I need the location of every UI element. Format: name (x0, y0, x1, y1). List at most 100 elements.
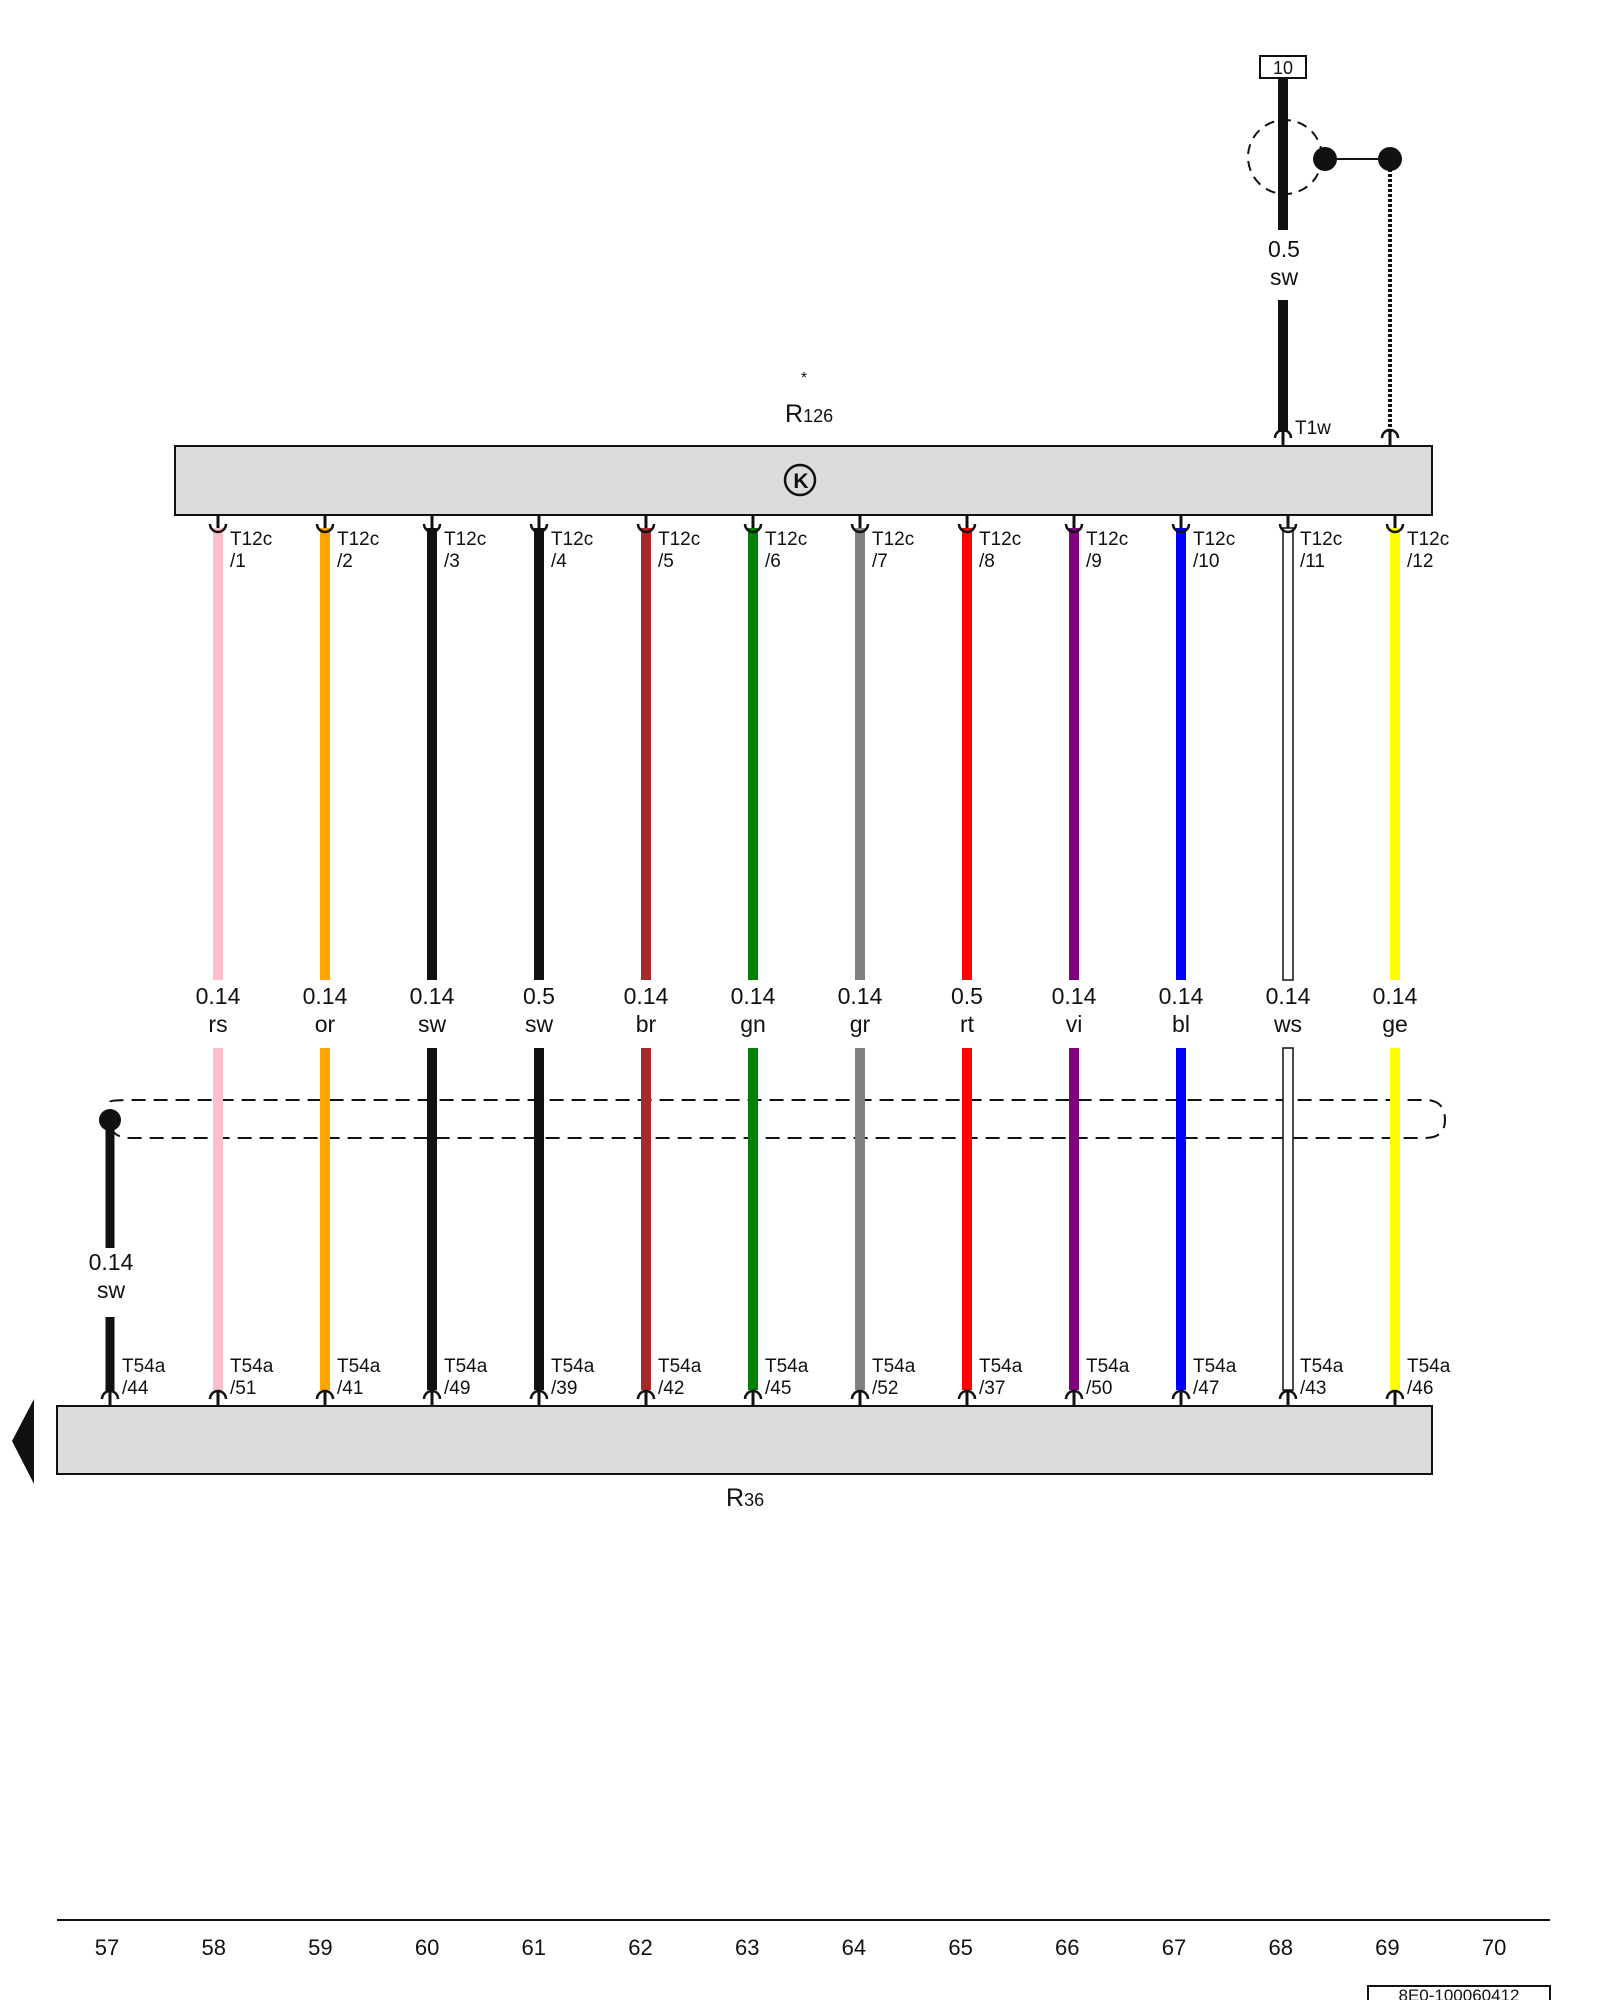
bottom-pin-label: /45 (765, 1378, 791, 1399)
pin-icon (529, 1389, 549, 1400)
top-conn-label: T12c (1300, 529, 1342, 550)
bottom-pin-label: /42 (658, 1378, 684, 1399)
column-number: 59 (308, 1935, 332, 1960)
wire-color-label: vi (1066, 1011, 1083, 1037)
wire-color-label: ge (1382, 1011, 1408, 1037)
column-number: 69 (1375, 1935, 1399, 1960)
wire-color-label: or (315, 1011, 336, 1037)
bottom-conn-label: T54a (765, 1356, 809, 1377)
bottom-conn-label: T54a (1086, 1356, 1130, 1377)
wire-size-label: 0.14 (303, 983, 348, 1009)
pin-icon (1171, 1389, 1191, 1400)
column-number: 60 (415, 1935, 439, 1960)
top-conn-label: T12c (444, 529, 486, 550)
top-pin-label: /10 (1193, 551, 1219, 572)
top-conn-label: T12c (979, 529, 1021, 550)
bottom-conn-label: T54a (1407, 1356, 1451, 1377)
bottom-pin-label: /43 (1300, 1378, 1326, 1399)
column-number: 65 (948, 1935, 972, 1960)
top-pin-label: /3 (444, 551, 460, 572)
top-conn-label: T12c (872, 529, 914, 550)
pin-icon (1171, 523, 1191, 534)
component-r36-name: R (726, 1484, 744, 1512)
top-pin-label: /5 (658, 551, 674, 572)
bottom-pin-label: /41 (337, 1378, 363, 1399)
wire-color-label: gn (740, 1011, 766, 1037)
pin-icon (743, 523, 763, 534)
bottom-pin-label: /51 (230, 1378, 256, 1399)
pin-icon (422, 1389, 442, 1400)
drain-pin-label: /44 (122, 1378, 149, 1399)
pin-icon (208, 1389, 228, 1400)
column-number: 64 (842, 1935, 866, 1960)
column-number: 67 (1162, 1935, 1186, 1960)
wire-size-label: 0.5 (951, 983, 983, 1009)
component-r36-box (56, 1405, 1433, 1475)
component-r36-sub: 36 (744, 1490, 764, 1510)
component-r126-label: R126 (785, 400, 833, 428)
document-id-box (1367, 1985, 1551, 2000)
column-number: 68 (1268, 1935, 1292, 1960)
wire-size-label: 0.14 (410, 983, 455, 1009)
bottom-conn-label: T54a (444, 1356, 488, 1377)
top-conn-label: T12c (551, 529, 593, 550)
top-pin-label: /6 (765, 551, 781, 572)
column-number: 58 (201, 1935, 225, 1960)
drain-wire-color: sw (97, 1277, 126, 1303)
terminal-ref-number: 10 (1273, 58, 1293, 78)
pin-icon (957, 523, 977, 534)
wire-lower-segment (1282, 1047, 1294, 1391)
pin-icon (422, 523, 442, 534)
pin-icon (957, 1389, 977, 1400)
column-number: 63 (735, 1935, 759, 1960)
wire-color-label: rt (960, 1011, 975, 1037)
pin-icon (100, 1389, 120, 1400)
pin-icon (850, 1389, 870, 1400)
bottom-pin-label: /52 (872, 1378, 898, 1399)
terminal-wire-size: 0.5 (1268, 236, 1300, 262)
bottom-conn-label: T54a (1300, 1356, 1344, 1377)
top-pin-label: /7 (872, 551, 888, 572)
pin-icon (850, 523, 870, 534)
bottom-conn-label: T54a (658, 1356, 702, 1377)
component-r126-name: R (785, 400, 803, 428)
top-pin-label: /1 (230, 551, 246, 572)
top-conn-label: T12c (230, 529, 272, 550)
left-arrow-icon (12, 1399, 34, 1484)
top-pin-label: /4 (551, 551, 567, 572)
bottom-pin-label: /50 (1086, 1378, 1112, 1399)
bottom-pin-label: /39 (551, 1378, 577, 1399)
column-number: 66 (1055, 1935, 1079, 1960)
column-number: 70 (1482, 1935, 1506, 1960)
bottom-conn-label: T54a (337, 1356, 381, 1377)
bottom-pin-label: /47 (1193, 1378, 1219, 1399)
top-pin-label: /11 (1300, 551, 1325, 572)
pin-icon (1064, 523, 1084, 534)
component-r126-box (174, 445, 1433, 516)
terminal-connector-label: T1w (1295, 418, 1331, 439)
bottom-conn-label: T54a (1193, 1356, 1237, 1377)
top-pin-label: /2 (337, 551, 353, 572)
terminal-wire-color: sw (1270, 264, 1299, 290)
wire-size-label: 0.14 (1052, 983, 1097, 1009)
pin-icon (1278, 523, 1298, 534)
k-symbol-letter: K (793, 470, 808, 493)
component-r126-sub: 126 (803, 406, 833, 426)
wire-color-label: bl (1172, 1011, 1190, 1037)
pin-icon (1273, 428, 1293, 439)
wire-set: T12c/10.14rsT54a/51T12c/20.14orT54a/41T1… (100, 428, 1451, 1406)
document-id: 8E0-100060412 (1398, 1986, 1519, 2000)
component-r36-label: R36 (726, 1484, 764, 1512)
k-symbol: K (783, 463, 817, 497)
pin-icon (636, 523, 656, 534)
wire-color-label: rs (208, 1011, 227, 1037)
pin-icon (1385, 1389, 1405, 1400)
top-conn-label: T12c (1086, 529, 1128, 550)
wire-size-label: 0.14 (1159, 983, 1204, 1009)
